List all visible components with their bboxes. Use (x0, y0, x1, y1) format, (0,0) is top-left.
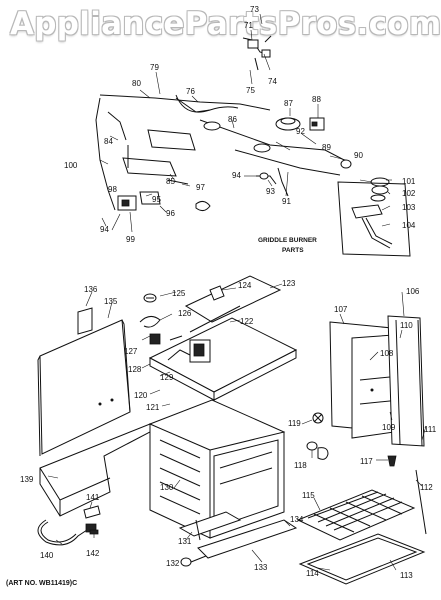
callout-96: 96 (166, 209, 175, 218)
callout-131: 131 (178, 537, 192, 546)
callout-129: 129 (160, 373, 174, 382)
callout-126: 126 (178, 309, 192, 318)
callout-94b: 94 (100, 225, 109, 234)
small-parts-124-125 (143, 285, 225, 303)
cooktop-frame (148, 275, 298, 401)
callout-74: 74 (268, 77, 277, 86)
callout-125: 125 (172, 289, 186, 298)
broiler-pan (298, 533, 426, 585)
base-pan (39, 423, 151, 517)
valve-block (117, 179, 211, 212)
burner-bracket (95, 97, 196, 211)
griddle-burner-parts (337, 177, 411, 257)
callout-134: 134 (290, 515, 304, 524)
callout-130: 130 (160, 483, 174, 492)
callout-108: 108 (380, 349, 394, 358)
callout-91: 91 (282, 197, 291, 206)
callout-100: 100 (64, 161, 78, 170)
callout-119: 119 (288, 419, 301, 428)
callout-118: 118 (294, 461, 307, 470)
callout-135: 135 (104, 297, 118, 306)
wire-126 (139, 316, 161, 328)
clip-141 (83, 505, 101, 519)
callout-109: 109 (382, 423, 396, 432)
kick-panel (178, 511, 298, 559)
callout-114: 114 (306, 569, 319, 578)
leader-lines (47, 13, 427, 571)
griddle-label-line2: PARTS (282, 247, 304, 254)
callout-106: 106 (406, 287, 420, 296)
callout-80: 80 (132, 79, 141, 88)
callout-99: 99 (126, 235, 135, 244)
callout-numbers: 73 71 74 75 76 79 80 84 85 86 87 88 92 8… (20, 5, 437, 580)
clip-142 (89, 529, 99, 535)
callout-128: 128 (128, 365, 142, 374)
callout-142: 142 (86, 549, 100, 558)
callout-127: 127 (124, 347, 138, 356)
callout-141: 141 (86, 493, 100, 502)
callout-84: 84 (104, 137, 113, 146)
callout-93: 93 (266, 187, 275, 196)
callout-117: 117 (360, 457, 373, 466)
watermark: AppliancePartsPros.com (10, 6, 441, 42)
callout-123: 123 (282, 279, 296, 288)
power-cord (37, 519, 97, 546)
oven-body (148, 399, 286, 539)
callout-85: 85 (166, 177, 175, 186)
callout-90: 90 (354, 151, 363, 160)
callout-71: 71 (244, 21, 253, 30)
callout-107: 107 (334, 305, 348, 314)
griddle-label-line1: GRIDDLE BURNER (258, 237, 317, 244)
callout-121: 121 (146, 403, 160, 412)
callout-124: 124 (238, 281, 252, 290)
rod-112 (415, 469, 427, 535)
callout-140: 140 (40, 551, 54, 560)
callout-139: 139 (20, 475, 34, 484)
callout-122: 122 (240, 317, 254, 326)
callout-75: 75 (246, 86, 255, 95)
callout-112: 112 (420, 483, 433, 492)
callout-103: 103 (402, 203, 416, 212)
callout-88: 88 (312, 95, 321, 104)
callout-97: 97 (196, 183, 205, 192)
screw-132 (180, 555, 207, 567)
callout-73: 73 (250, 5, 259, 14)
callout-136: 136 (84, 285, 98, 294)
thermocouple (256, 167, 289, 197)
oven-rack (296, 489, 416, 541)
art-number: (ART NO. WB11419)C (6, 580, 78, 587)
callout-98: 98 (108, 185, 117, 194)
top-valve-assembly (242, 35, 272, 71)
callout-94a: 94 (232, 171, 241, 180)
callout-87: 87 (284, 99, 293, 108)
callout-92: 92 (296, 127, 305, 136)
callout-111: 111 (424, 425, 437, 434)
gas-manifold (99, 94, 349, 176)
callout-86: 86 (228, 115, 237, 124)
callout-102: 102 (402, 189, 416, 198)
callout-79: 79 (150, 63, 159, 72)
callout-120: 120 (134, 391, 148, 400)
callout-110: 110 (400, 321, 413, 330)
side-panel-135 (37, 319, 131, 457)
callout-76: 76 (186, 87, 195, 96)
callout-113: 113 (400, 571, 413, 580)
callout-89: 89 (322, 143, 331, 152)
callout-133: 133 (254, 563, 268, 572)
callout-95: 95 (152, 195, 161, 204)
bracket-136 (77, 307, 93, 335)
burner-valves (275, 117, 352, 169)
back-panel-106 (387, 315, 425, 447)
callout-101: 101 (402, 177, 416, 186)
oven-lamp (306, 412, 397, 467)
callout-132: 132 (166, 559, 180, 568)
callout-115: 115 (302, 491, 315, 500)
callout-104: 104 (402, 221, 416, 230)
